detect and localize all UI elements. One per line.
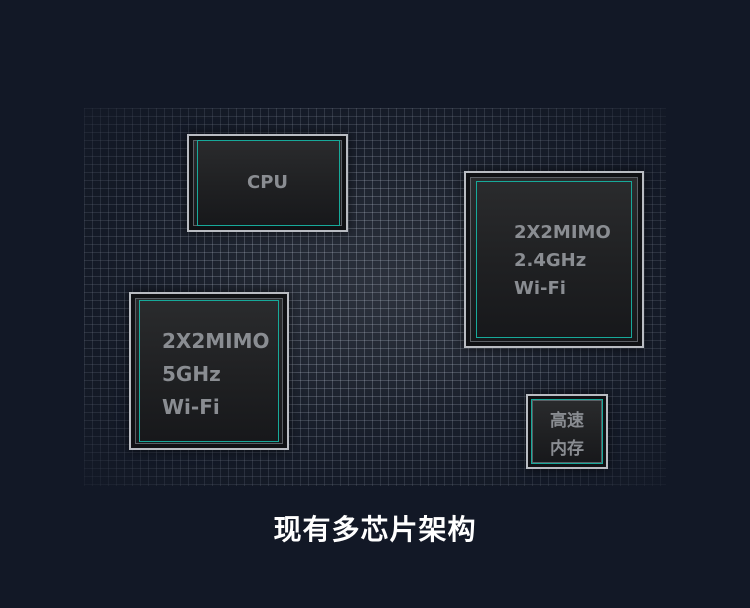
- chip-wifi-5ghz-line: 2X2MIMO: [162, 329, 270, 353]
- chip-wifi-2-4ghz-label: 2X2MIMO 2.4GHz Wi-Fi: [514, 219, 611, 303]
- chip-memory-line: 高速: [550, 411, 584, 431]
- chip-wifi-2-4ghz-line: 2X2MIMO: [514, 222, 611, 243]
- chip-wifi-5ghz-line: Wi-Fi: [162, 395, 220, 419]
- chip-wifi-2-4ghz: 2X2MIMO 2.4GHz Wi-Fi: [464, 171, 644, 348]
- chip-wifi-5ghz: 2X2MIMO 5GHz Wi-Fi: [129, 292, 289, 450]
- chip-cpu-trace: [197, 140, 340, 226]
- chip-memory: 高速 内存: [526, 394, 608, 469]
- chip-cpu: CPU: [187, 134, 348, 232]
- diagram-caption: 现有多芯片架构: [273, 513, 477, 546]
- chip-cpu-label: CPU: [189, 172, 346, 193]
- chip-wifi-5ghz-line: 5GHz: [162, 362, 221, 386]
- chip-wifi-2-4ghz-line: 2.4GHz: [514, 250, 587, 271]
- chip-memory-label: 高速 内存: [528, 407, 606, 463]
- chip-wifi-2-4ghz-line: Wi-Fi: [514, 278, 566, 299]
- chip-wifi-5ghz-trace: [139, 300, 279, 442]
- chip-memory-trace: [531, 399, 603, 464]
- chip-memory-line: 内存: [550, 439, 584, 459]
- chip-cpu-line: CPU: [246, 172, 289, 193]
- chip-wifi-2-4ghz-trace: [476, 181, 632, 338]
- chip-wifi-5ghz-label: 2X2MIMO 5GHz Wi-Fi: [162, 325, 270, 424]
